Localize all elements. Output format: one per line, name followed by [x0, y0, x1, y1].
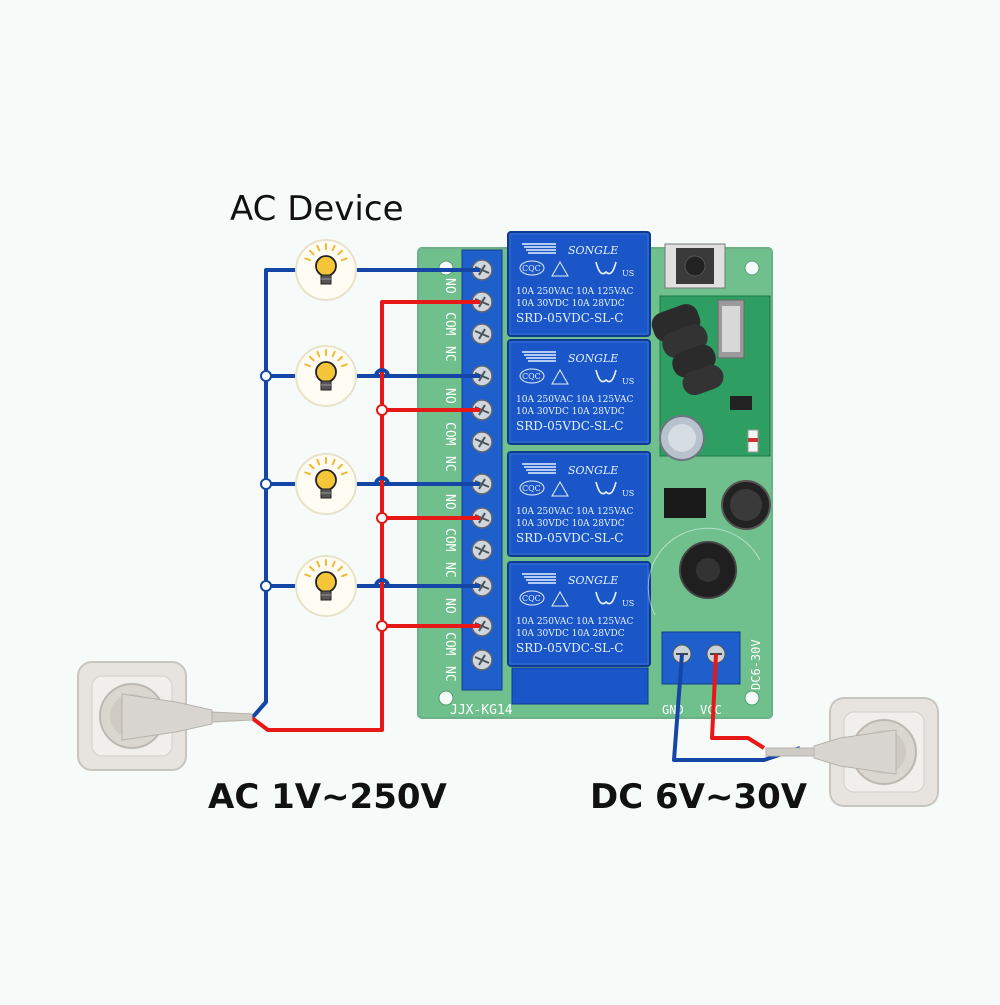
relay-ul: US — [622, 269, 634, 278]
ac-wall-socket — [78, 662, 252, 770]
terminal-label: COM — [442, 312, 457, 336]
relay-ul: US — [622, 489, 634, 498]
terminal-screw — [472, 432, 492, 452]
terminal-screw — [472, 540, 492, 560]
terminal-label: COM — [442, 528, 457, 552]
plug-icon — [814, 730, 896, 774]
relay: SONGLE CQC US 10A 250VAC 10A 125VAC 10A 30VD… — [508, 452, 650, 556]
terminal-label: NC — [442, 456, 457, 472]
relay-cert: CQC — [522, 372, 541, 381]
relay-brand: SONGLE — [568, 244, 618, 257]
relay: SONGLE CQC US 10A 250VAC 10A 125VAC 10A 30VD… — [508, 232, 650, 336]
terminal-label: NC — [442, 666, 457, 682]
relay-cert: CQC — [522, 264, 541, 273]
terminal-label: NC — [442, 562, 457, 578]
relay-brand: SONGLE — [568, 464, 618, 477]
terminal-label: NO — [442, 388, 457, 404]
terminal-label: COM — [442, 632, 457, 656]
relay-ul: US — [622, 599, 634, 608]
relay-rating-2: 10A 30VDC 10A 28VDC — [516, 629, 625, 639]
ac-device-title: AC Device — [230, 189, 404, 229]
dc-voltage-label: DC 6V~30V — [590, 777, 808, 817]
light-bulb-icon — [296, 454, 356, 514]
ac-voltage-label: AC 1V~250V — [208, 777, 448, 817]
relay-model: SRD-05VDC-SL-C — [516, 531, 623, 545]
relay: SONGLE CQC US 10A 250VAC 10A 125VAC 10A 30VD… — [508, 562, 650, 666]
relay-board: NO COM NC NO COM NC NO COM NC NO COM NC SONGLE CQC US… — [418, 232, 772, 718]
terminal-label: NO — [442, 598, 457, 614]
terminal-label: NO — [442, 278, 457, 294]
relay: SONGLE CQC US 10A 250VAC 10A 125VAC 10A 30VD… — [508, 340, 650, 444]
relay-model: SRD-05VDC-SL-C — [516, 311, 623, 325]
relay-brand: SONGLE — [568, 352, 618, 365]
relay-cert: CQC — [522, 484, 541, 493]
ac-devices — [296, 240, 356, 616]
neutral-bus-wire — [252, 270, 300, 718]
plug-icon — [122, 694, 212, 740]
gnd-label: GND — [662, 703, 684, 717]
relay-brand: SONGLE — [568, 574, 618, 587]
relay-rating-1: 10A 250VAC 10A 125VAC — [516, 395, 634, 405]
relay-rating-1: 10A 250VAC 10A 125VAC — [516, 507, 634, 517]
dc-range-label: DC6-30V — [749, 639, 763, 690]
relay-rating-2: 10A 30VDC 10A 28VDC — [516, 299, 625, 309]
terminal-label: NO — [442, 494, 457, 510]
board-label: JJX-KG14 — [450, 703, 513, 718]
relays: SONGLE CQC US 10A 250VAC 10A 125VAC 10A 30VD… — [508, 232, 650, 704]
relay-model: SRD-05VDC-SL-C — [516, 419, 623, 433]
terminal-label: NC — [442, 346, 457, 362]
relay-cert: CQC — [522, 594, 541, 603]
terminal-screw — [472, 650, 492, 670]
relay-rating-1: 10A 250VAC 10A 125VAC — [516, 287, 634, 297]
ic-chip — [664, 488, 706, 518]
light-bulb-icon — [296, 346, 356, 406]
relay-rating-2: 10A 30VDC 10A 28VDC — [516, 519, 625, 529]
relay-rating-1: 10A 250VAC 10A 125VAC — [516, 617, 634, 627]
vcc-label: VCC — [700, 703, 722, 717]
light-bulb-icon — [296, 240, 356, 300]
relay-model: SRD-05VDC-SL-C — [516, 641, 623, 655]
relay-ul: US — [622, 377, 634, 386]
terminal-screw — [472, 324, 492, 344]
terminal-label: COM — [442, 422, 457, 446]
light-bulb-icon — [296, 556, 356, 616]
relay-rating-2: 10A 30VDC 10A 28VDC — [516, 407, 625, 417]
